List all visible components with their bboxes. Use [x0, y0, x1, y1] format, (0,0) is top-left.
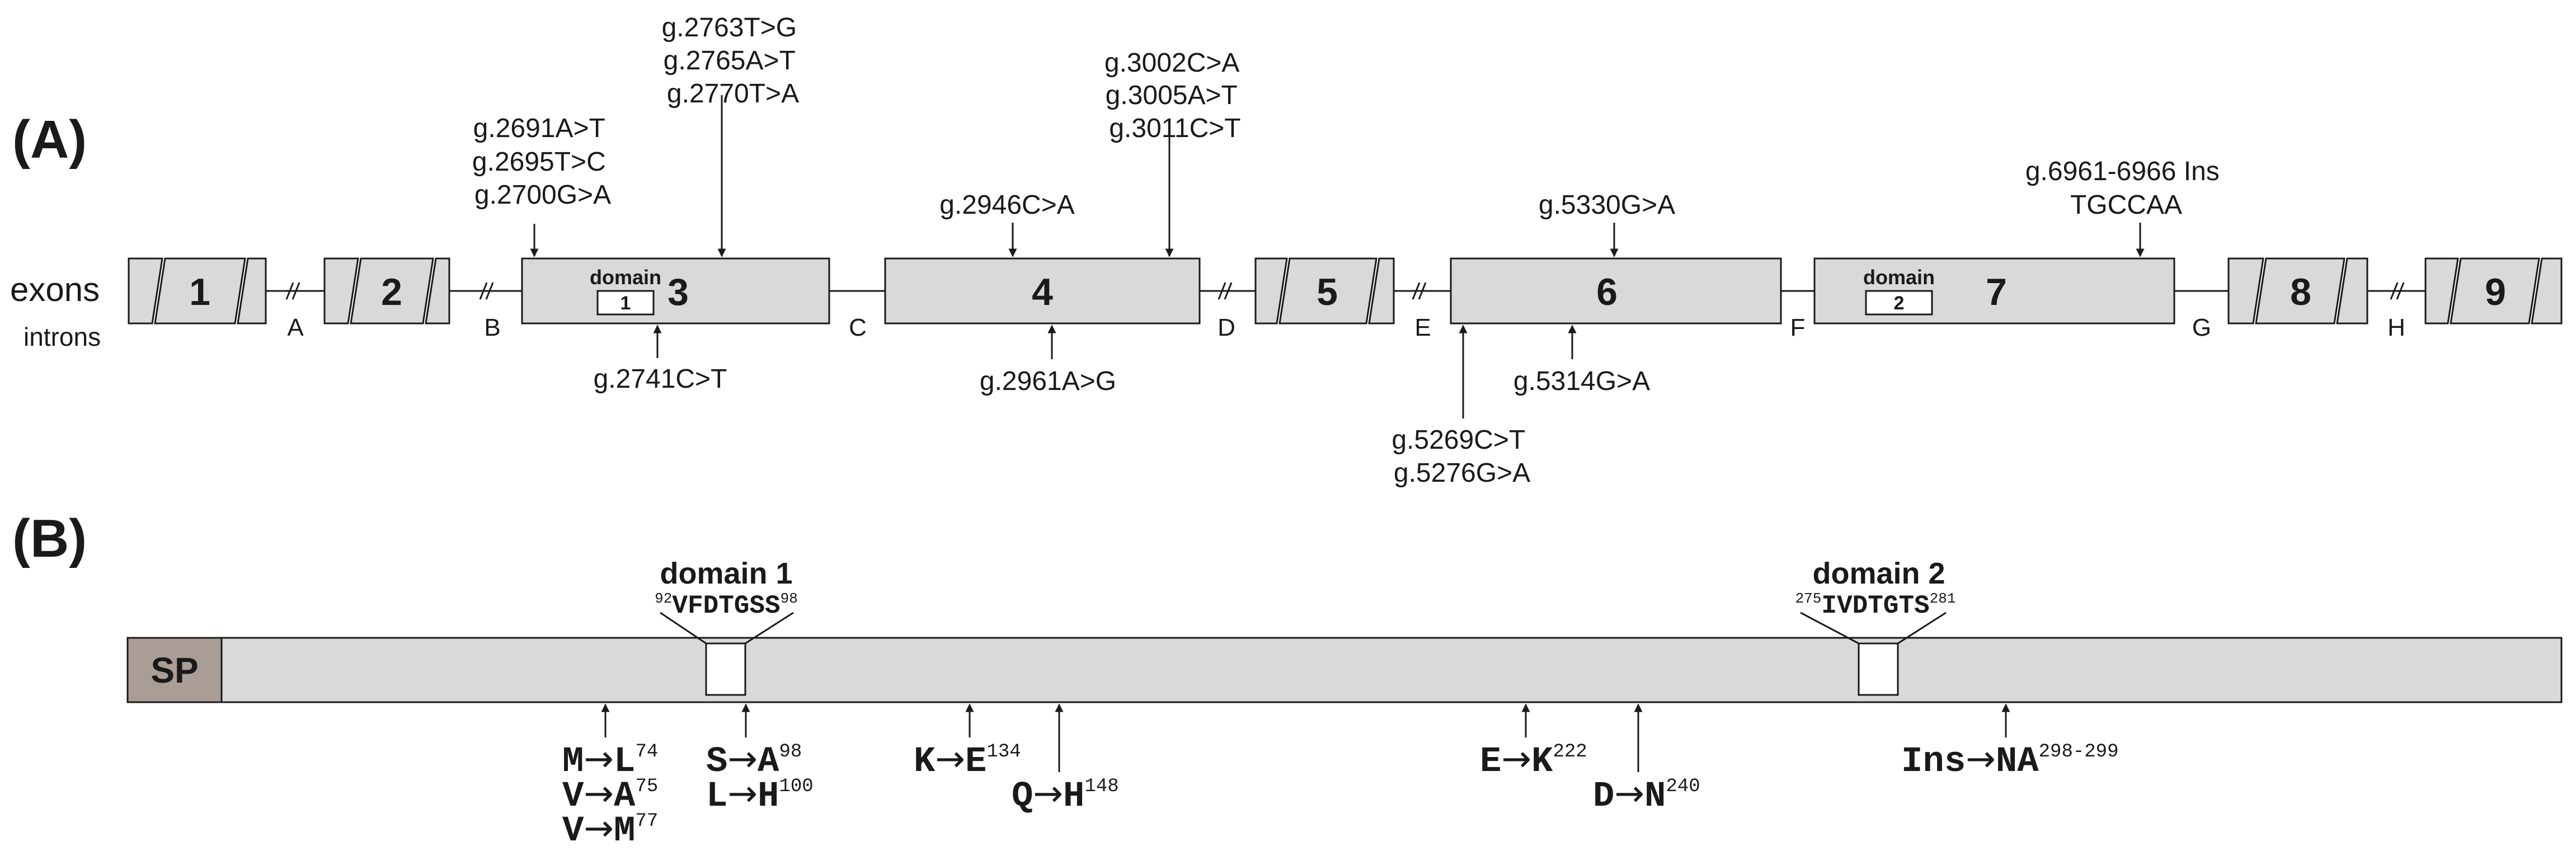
- substitution-arrows: [601, 703, 2010, 772]
- intron-label: A: [287, 314, 304, 341]
- substitution-label: K→E134: [914, 739, 1021, 782]
- intron-label: C: [849, 314, 867, 341]
- substitution-label: D→N240: [1593, 773, 1700, 817]
- exon-3-number: 3: [667, 271, 689, 313]
- variant-label-exon4-top-right: g.3002C>A g.3005A>T g.3011C>T: [1104, 48, 1245, 143]
- introns-row-label: introns: [23, 322, 101, 351]
- substitution-label: V→M77: [562, 808, 658, 852]
- variant-label-exon3-top: g.2763T>G g.2765A>T g.2770T>A: [662, 13, 805, 109]
- exon-4: 4: [884, 257, 1201, 325]
- exon-7-domain-num: 2: [1894, 293, 1905, 314]
- variant-label-exon4-below: g.2961A>G: [980, 366, 1116, 396]
- substitution-label: M→L74: [562, 739, 658, 782]
- variant-label-exon6-below-right: g.5314G>A: [1513, 366, 1650, 396]
- exons-row-label: exons: [10, 271, 100, 308]
- exon-7-domain-word: domain: [1863, 266, 1935, 289]
- exon-7: domain 2 7: [1813, 257, 2175, 325]
- exon-2: 2: [323, 257, 450, 325]
- intron-label: D: [1218, 314, 1235, 341]
- substitution-label: S→A98: [706, 739, 802, 782]
- domain-1: domain 1 92VFDTGSS98: [655, 557, 798, 696]
- panel-a-label: (A): [12, 110, 87, 170]
- substitution-label: V→A75: [562, 773, 658, 817]
- substitution-label: Q→H148: [1012, 773, 1119, 817]
- exon-7-number: 7: [1986, 271, 2007, 313]
- exon-3: domain 1 3: [521, 257, 830, 325]
- exon-5-number: 5: [1317, 271, 1338, 313]
- variant-label-exon6-below-left: g.5269C>T g.5276G>A: [1392, 425, 1532, 488]
- substitution-label: Ins→NA298-299: [1901, 739, 2118, 782]
- variant-label-exon7-top: g.6961-6966 Ins TGCCAA: [2025, 157, 2227, 220]
- exon-8-number: 8: [2290, 271, 2311, 313]
- protein-bar: SP: [126, 637, 2563, 703]
- exon-3-domain-num: 1: [621, 293, 631, 314]
- exon-4-number: 4: [1032, 271, 1053, 313]
- exon-6-number: 6: [1596, 271, 1618, 313]
- signal-peptide-label: SP: [151, 650, 198, 690]
- exon-7-domain-box: [1865, 290, 1933, 316]
- intron-label: E: [1414, 314, 1431, 341]
- exon-9: 9: [2424, 257, 2563, 325]
- substitution-label: E→K222: [1480, 739, 1587, 782]
- domain-1-sequence: 92VFDTGSS98: [655, 590, 798, 620]
- exon-3-domain-box: [596, 290, 655, 316]
- intron-label: G: [2192, 314, 2211, 341]
- domain-2: domain 2 275IVDTGTS281: [1795, 557, 1956, 696]
- exon-9-number: 9: [2485, 271, 2506, 313]
- exon-3-domain-word: domain: [590, 266, 661, 289]
- exon-1: 1: [128, 257, 267, 325]
- intron-label: F: [1790, 314, 1806, 341]
- exon-2-number: 2: [381, 271, 402, 313]
- exon-5: 5: [1254, 257, 1395, 325]
- exon-8: 8: [2227, 257, 2368, 325]
- domain-2-title: domain 2: [1812, 557, 1945, 590]
- intron-label: H: [2387, 314, 2405, 341]
- variant-label-exon4-top-left: g.2946C>A: [939, 190, 1075, 220]
- variant-label-exon6-top: g.5330G>A: [1539, 190, 1675, 220]
- domain-2-sequence: 275IVDTGTS281: [1795, 590, 1956, 620]
- intron-label: B: [484, 314, 500, 341]
- substitution-label: L→H100: [706, 773, 814, 817]
- exon-6: 6: [1450, 257, 1782, 325]
- variant-label-exon3-below: g.2741C>T: [594, 364, 727, 394]
- exon-1-number: 1: [189, 271, 210, 313]
- domain-1-title: domain 1: [660, 557, 792, 590]
- signal-peptide: [126, 637, 223, 703]
- panel-b-label: (B): [12, 509, 87, 568]
- variant-label-exon3-left: g.2691A>T g.2695T>C g.2700G>A: [472, 114, 613, 210]
- variant-arrows: [530, 95, 2145, 419]
- intron-labels: A B C D E F G H: [287, 314, 2405, 341]
